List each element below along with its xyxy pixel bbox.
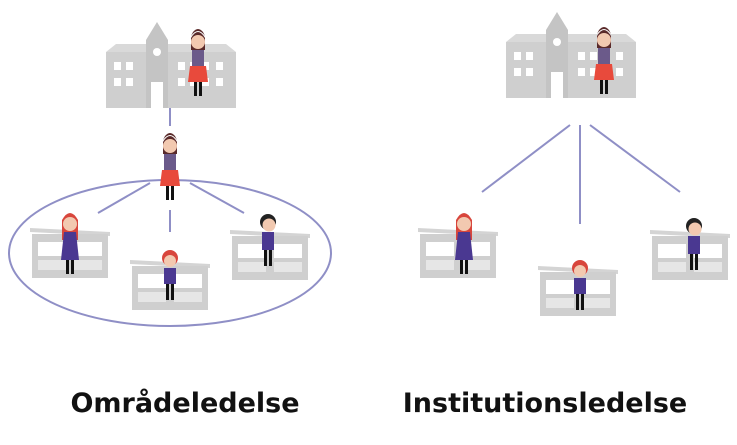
connector-line: [481, 124, 571, 193]
area-leader-person-icon: [160, 133, 180, 200]
area-leadership-caption: Områdeledelse: [70, 388, 300, 419]
institution-leadership-caption: Institutionsledelse: [402, 388, 688, 419]
institution-leadership-group: [418, 12, 730, 316]
school-building-icon: [106, 22, 236, 108]
connector-line: [97, 182, 151, 214]
small-school-icon: [130, 260, 210, 310]
connector-line: [189, 182, 245, 214]
connector-line: [589, 124, 681, 193]
school-building-icon: [506, 12, 636, 98]
area-leadership-group: [8, 22, 332, 327]
